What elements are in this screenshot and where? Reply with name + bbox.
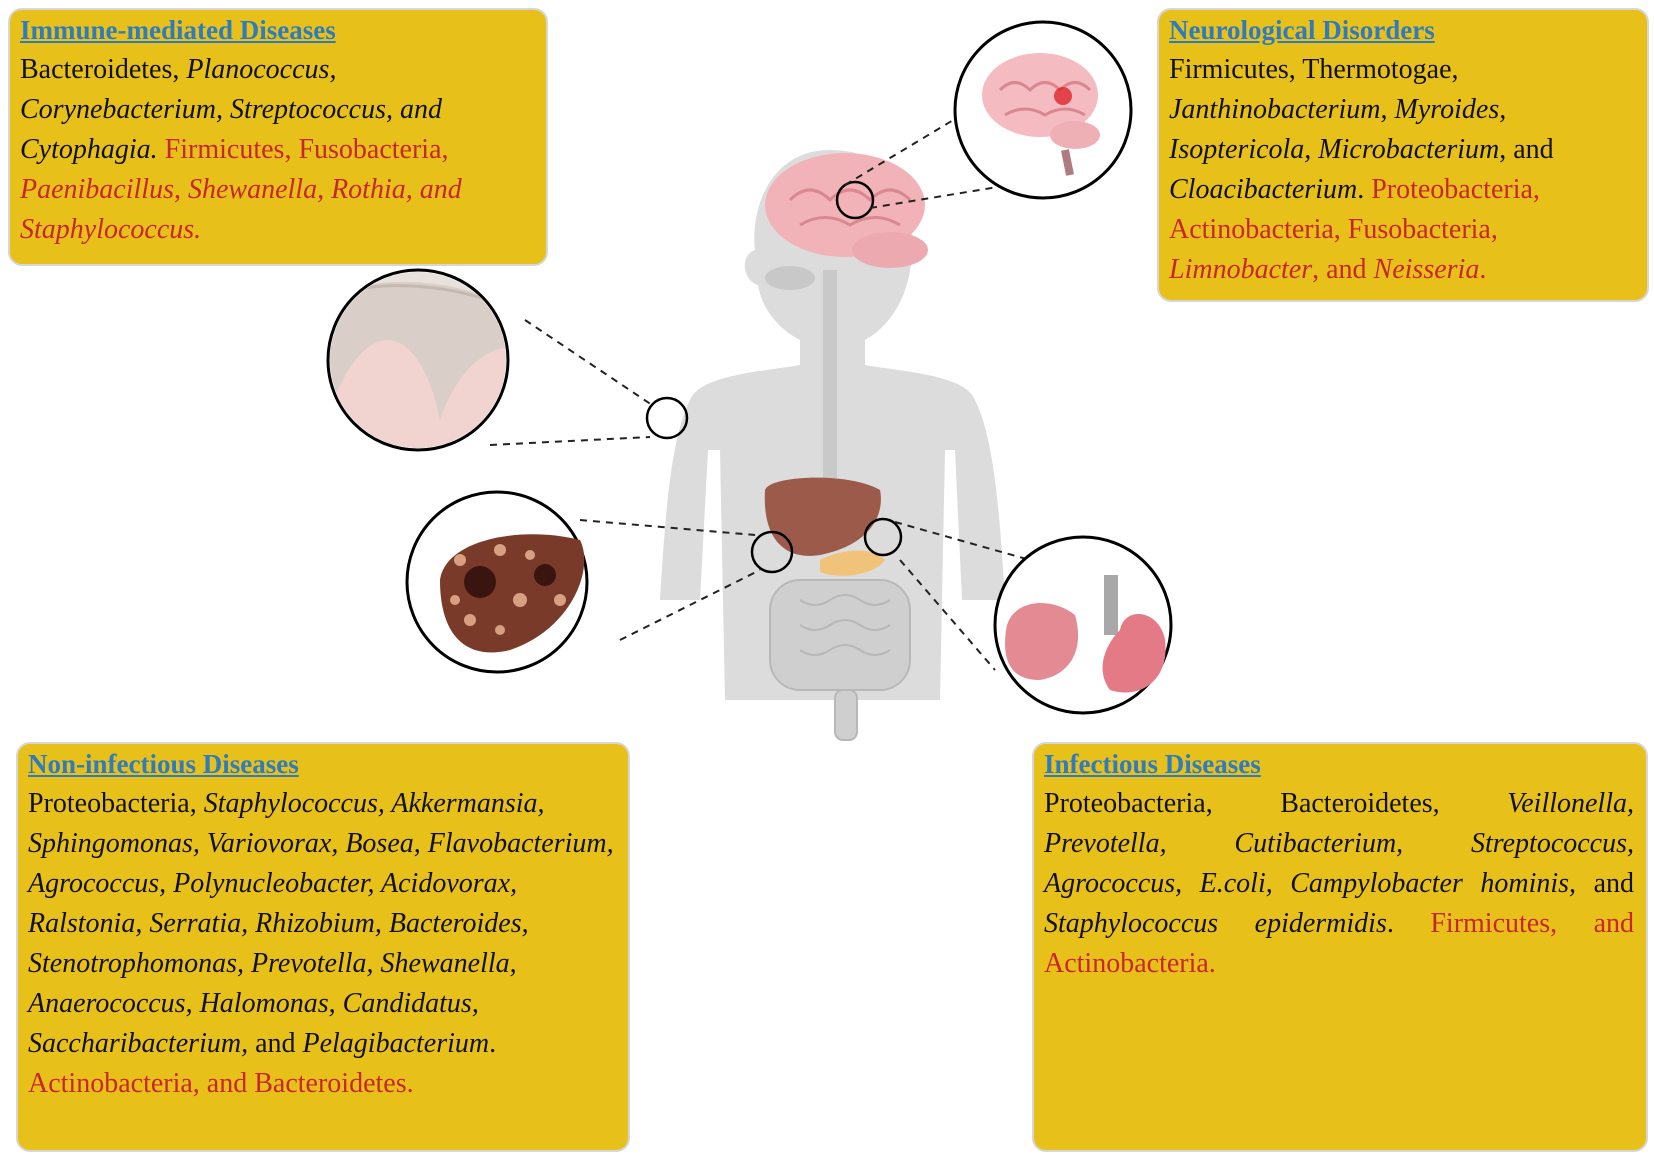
neurological-disorders-box: Neurological Disorders Firmicutes, Therm… <box>1157 8 1649 302</box>
brain-target-circle <box>835 180 875 220</box>
brain-callout <box>953 20 1133 200</box>
noninfectious-diseases-box: Non-infectious Diseases Proteobacteria, … <box>16 742 630 1152</box>
liver-target-circle <box>750 530 794 574</box>
skin-callout <box>326 268 510 452</box>
liver-organ <box>764 477 881 556</box>
liver-callout <box>405 490 589 674</box>
immune-diseases-box: Immune-mediated Diseases Bacteroidetes, … <box>8 8 548 266</box>
mouth-cavity <box>765 266 815 290</box>
infectious-diseases-title: Infectious Diseases <box>1044 749 1261 779</box>
neurological-disorders-title: Neurological Disorders <box>1169 15 1435 45</box>
lungs-callout <box>993 535 1173 715</box>
noninfectious-diseases-text: Proteobacteria, Staphylococcus, Akkerman… <box>28 787 614 1099</box>
intestines-organ <box>769 579 911 741</box>
infectious-diseases-box: Infectious Diseases Proteobacteria, Bact… <box>1032 742 1648 1152</box>
immune-diseases-text: Bacteroidetes, Planococcus, Corynebacter… <box>20 53 462 245</box>
noninfectious-diseases-title: Non-infectious Diseases <box>28 749 299 779</box>
skin-target-circle <box>645 396 689 440</box>
infectious-diseases-text: Proteobacteria, Bacteroidetes, Veillonel… <box>1044 787 1635 979</box>
lung-target-circle <box>863 517 903 557</box>
neurological-disorders-text: Firmicutes, Thermotogae, Janthinobacteri… <box>1169 53 1554 285</box>
brain-organ <box>765 153 928 268</box>
pancreas-organ <box>820 550 885 576</box>
immune-diseases-title: Immune-mediated Diseases <box>20 15 336 45</box>
